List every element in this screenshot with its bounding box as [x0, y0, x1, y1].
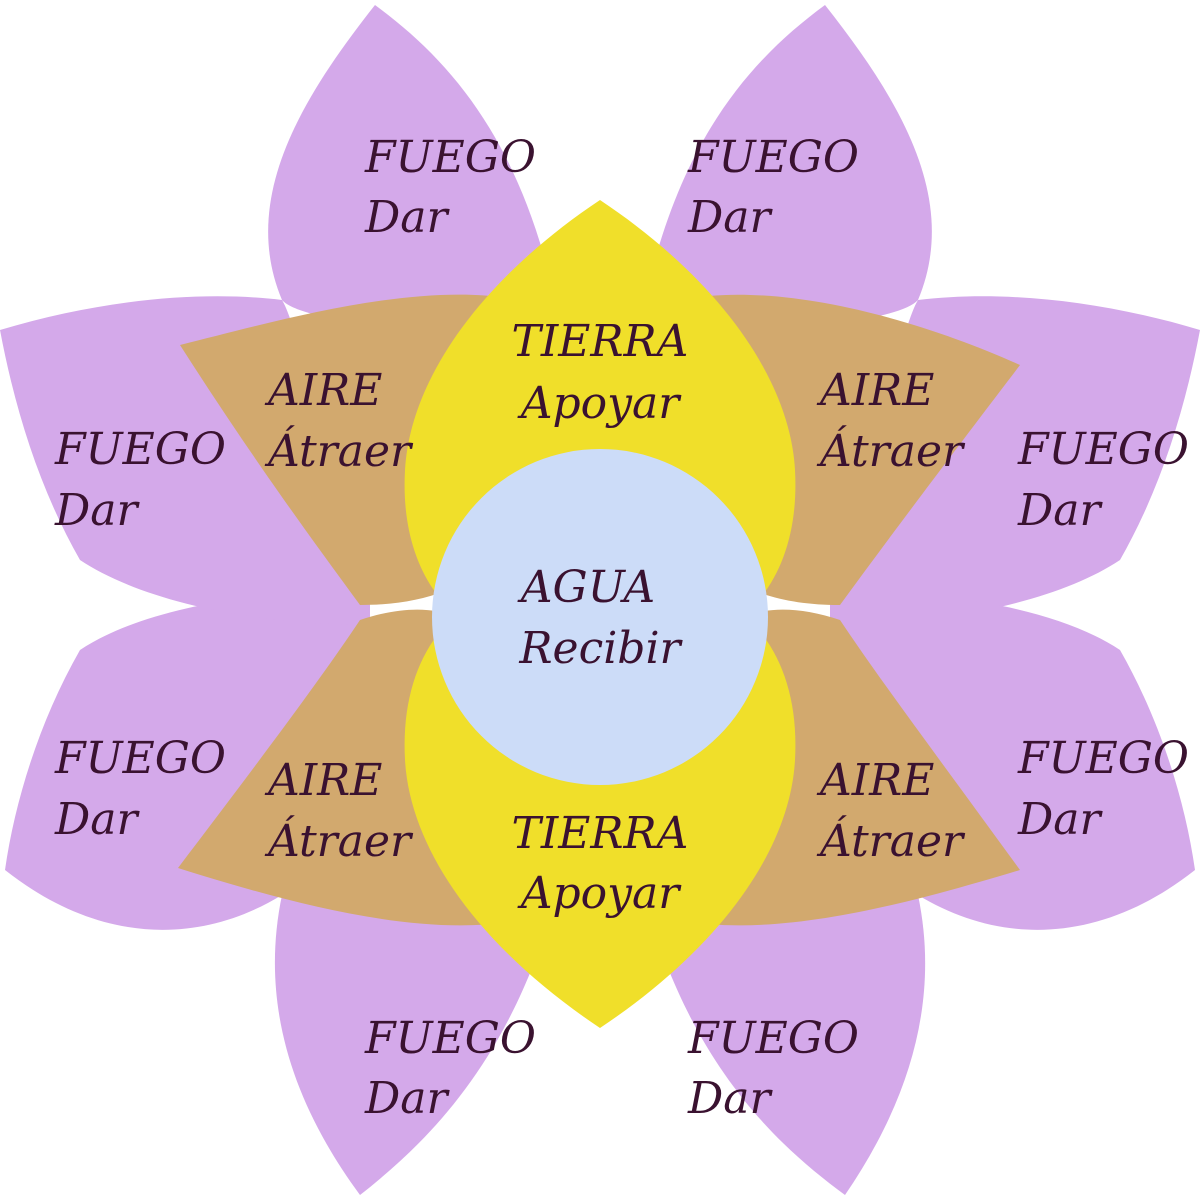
- tierra-action-top: Apoyar: [517, 378, 683, 429]
- agua-center-circle: [432, 449, 768, 785]
- fuego-petal-top-left: [268, 5, 555, 330]
- fuego-action-right-upper: Dar: [1017, 485, 1104, 536]
- fuego-petal-top-right: [645, 5, 932, 330]
- aire-action-bottom-left: Átraer: [264, 814, 414, 867]
- aire-label-bottom-left: AIRE: [264, 755, 382, 806]
- tierra-action-bottom: Apoyar: [517, 868, 683, 919]
- fuego-petal-bottom-right: [645, 870, 926, 1195]
- fuego-label-left-lower: FUEGO: [54, 733, 226, 784]
- fuego-label-right-upper: FUEGO: [1017, 424, 1189, 475]
- tierra-label-top: TIERRA: [512, 316, 689, 367]
- fuego-action-left-upper: Dar: [54, 485, 141, 536]
- fuego-action-top-right: Dar: [687, 192, 774, 243]
- fuego-label-right-lower: FUEGO: [1017, 733, 1189, 784]
- fuego-action-left-lower: Dar: [54, 794, 141, 845]
- aire-label-top-left: AIRE: [264, 365, 382, 416]
- tierra-label-bottom: TIERRA: [512, 808, 689, 859]
- fuego-label-left-upper: FUEGO: [54, 424, 226, 475]
- fuego-label-top-left: FUEGO: [364, 132, 536, 183]
- aire-label-top-right: AIRE: [816, 365, 934, 416]
- aire-action-top-right: Átraer: [816, 424, 966, 477]
- aire-action-bottom-right: Átraer: [816, 814, 966, 867]
- fuego-action-bottom-left: Dar: [364, 1073, 451, 1124]
- fuego-action-top-left: Dar: [364, 192, 451, 243]
- fuego-action-bottom-right: Dar: [687, 1073, 774, 1124]
- fuego-label-top-right: FUEGO: [687, 132, 859, 183]
- agua-label: AGUA: [517, 562, 655, 613]
- fuego-label-bottom-left: FUEGO: [364, 1013, 536, 1064]
- aire-label-bottom-right: AIRE: [816, 755, 934, 806]
- fuego-action-right-lower: Dar: [1017, 794, 1104, 845]
- fuego-label-bottom-right: FUEGO: [687, 1013, 859, 1064]
- agua-action: Recibir: [518, 623, 683, 674]
- fuego-petal-bottom-left: [274, 870, 555, 1195]
- aire-action-top-left: Átraer: [264, 424, 414, 477]
- labels-layer: FUEGO Dar FUEGO Dar FUEGO Dar FUEGO Dar …: [54, 132, 1189, 1124]
